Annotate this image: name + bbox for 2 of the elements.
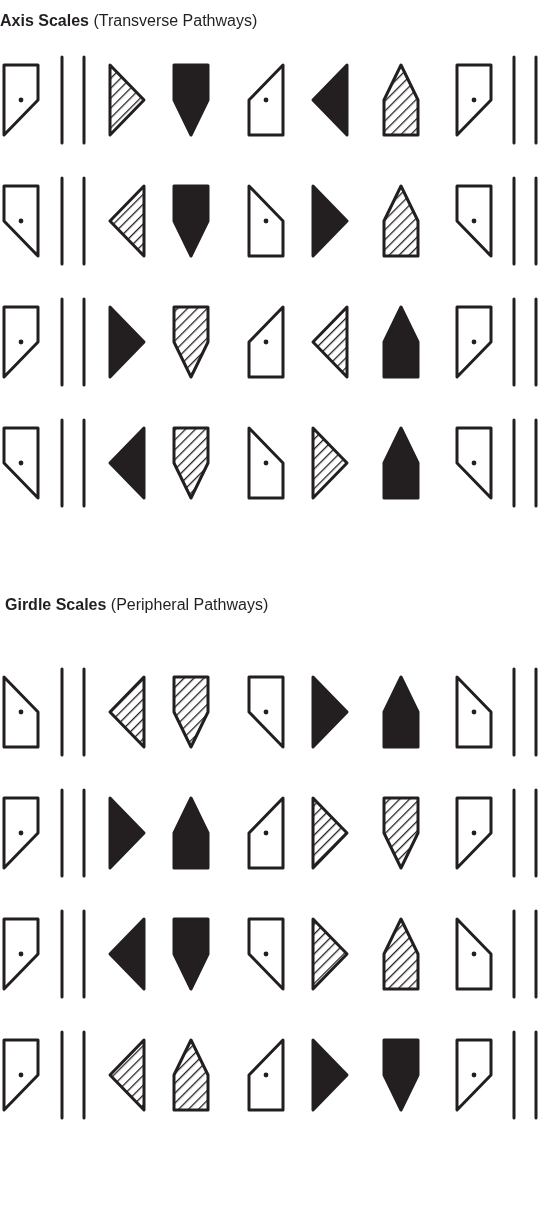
section-heading: Axis Scales (Transverse Pathways) — [0, 12, 258, 30]
section-heading: Girdle Scales (Peripheral Pathways) — [5, 596, 269, 614]
